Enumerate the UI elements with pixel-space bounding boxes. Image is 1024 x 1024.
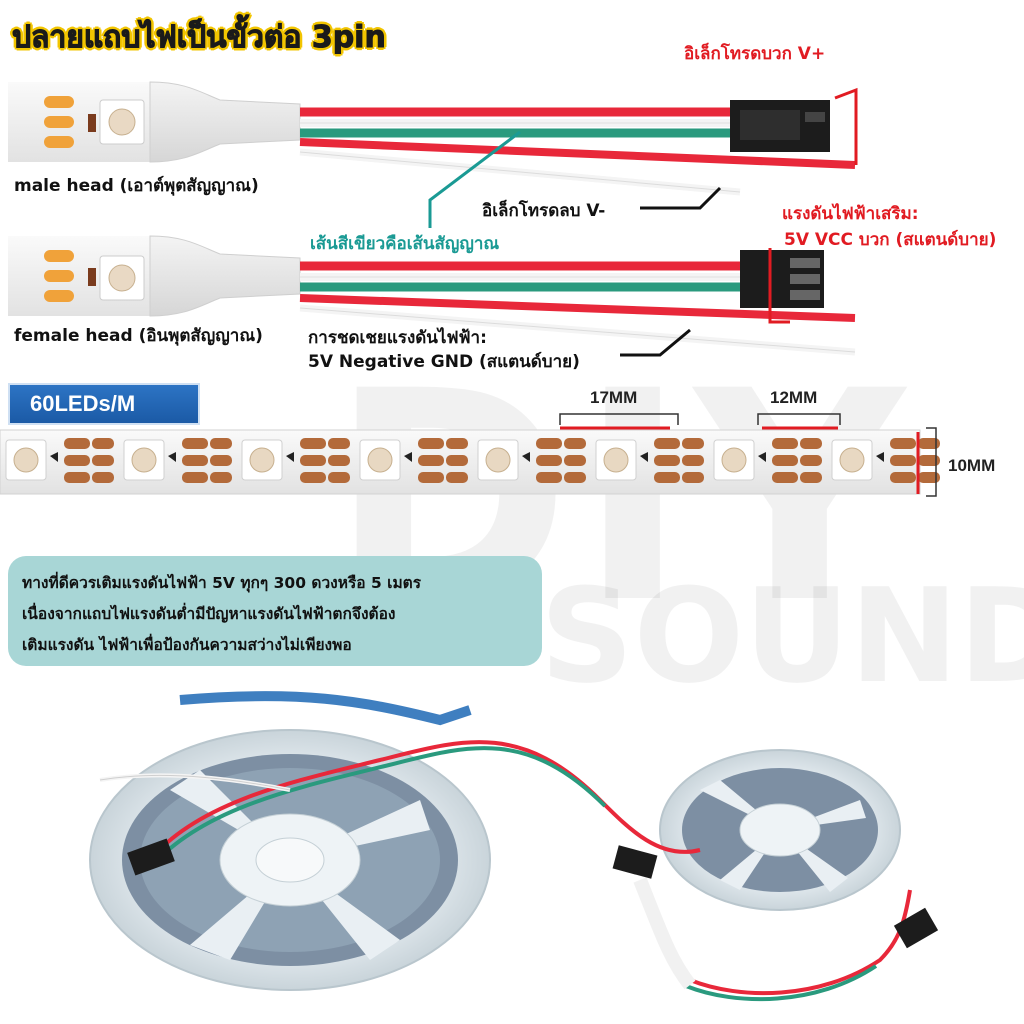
- led-chip-icon: [99, 99, 145, 145]
- callout-lines: [428, 87, 858, 357]
- v-plus-label: อิเล็กโทรดบวก V+: [684, 44, 826, 64]
- page-title: ปลายแถบไฟเป็นขั้วต่อ 3pin: [12, 20, 387, 56]
- dimension-17mm: 17MM: [590, 388, 638, 407]
- v-minus-label: อิเล็กโทรดลบ V-: [482, 201, 606, 221]
- density-badge: 60LEDs/M: [8, 383, 200, 425]
- dimension-lines: [559, 413, 937, 497]
- watermark-sound: SOUND: [540, 560, 1024, 712]
- voltage-note: ทางที่ดีควรเติมแรงดันไฟฟ้า 5V ทุกๆ 300 ด…: [8, 556, 542, 666]
- note-line-3: เติมแรงดัน ไฟฟ้าเพื่อป้องกันความสว่างไม่…: [22, 636, 352, 654]
- gnd-label-line2: 5V Negative GND (สแตนด์บาย): [308, 352, 580, 372]
- male-head-label: male head (เอาต์พุตสัญญาณ): [14, 176, 259, 196]
- note-line-2: เนื่องจากแถบไฟแรงดันต่ำมีปัญหาแรงดันไฟฟ้…: [22, 605, 396, 623]
- boost-label-line2: 5V VCC บวก (สแตนด์บาย): [784, 230, 997, 250]
- signal-wire-label: เส้นสีเขียวคือเส้นสัญญาณ: [310, 234, 500, 254]
- female-head-label: female head (อินพุตสัญญาณ): [14, 326, 263, 346]
- female-head-group: [8, 235, 856, 356]
- note-line-1: ทางที่ดีควรเติมแรงดันไฟฟ้า 5V ทุกๆ 300 ด…: [22, 574, 422, 592]
- led-strip: [0, 426, 941, 495]
- boost-label-line1: แรงดันไฟฟ้าเสริม:: [782, 204, 919, 224]
- dimension-12mm: 12MM: [770, 388, 818, 407]
- connector-icon: [730, 100, 830, 152]
- gnd-label-line1: การชดเชยแรงดันไฟฟ้า:: [308, 328, 487, 348]
- dimension-10mm: 10MM: [948, 456, 996, 475]
- reel-icon: [89, 691, 939, 1002]
